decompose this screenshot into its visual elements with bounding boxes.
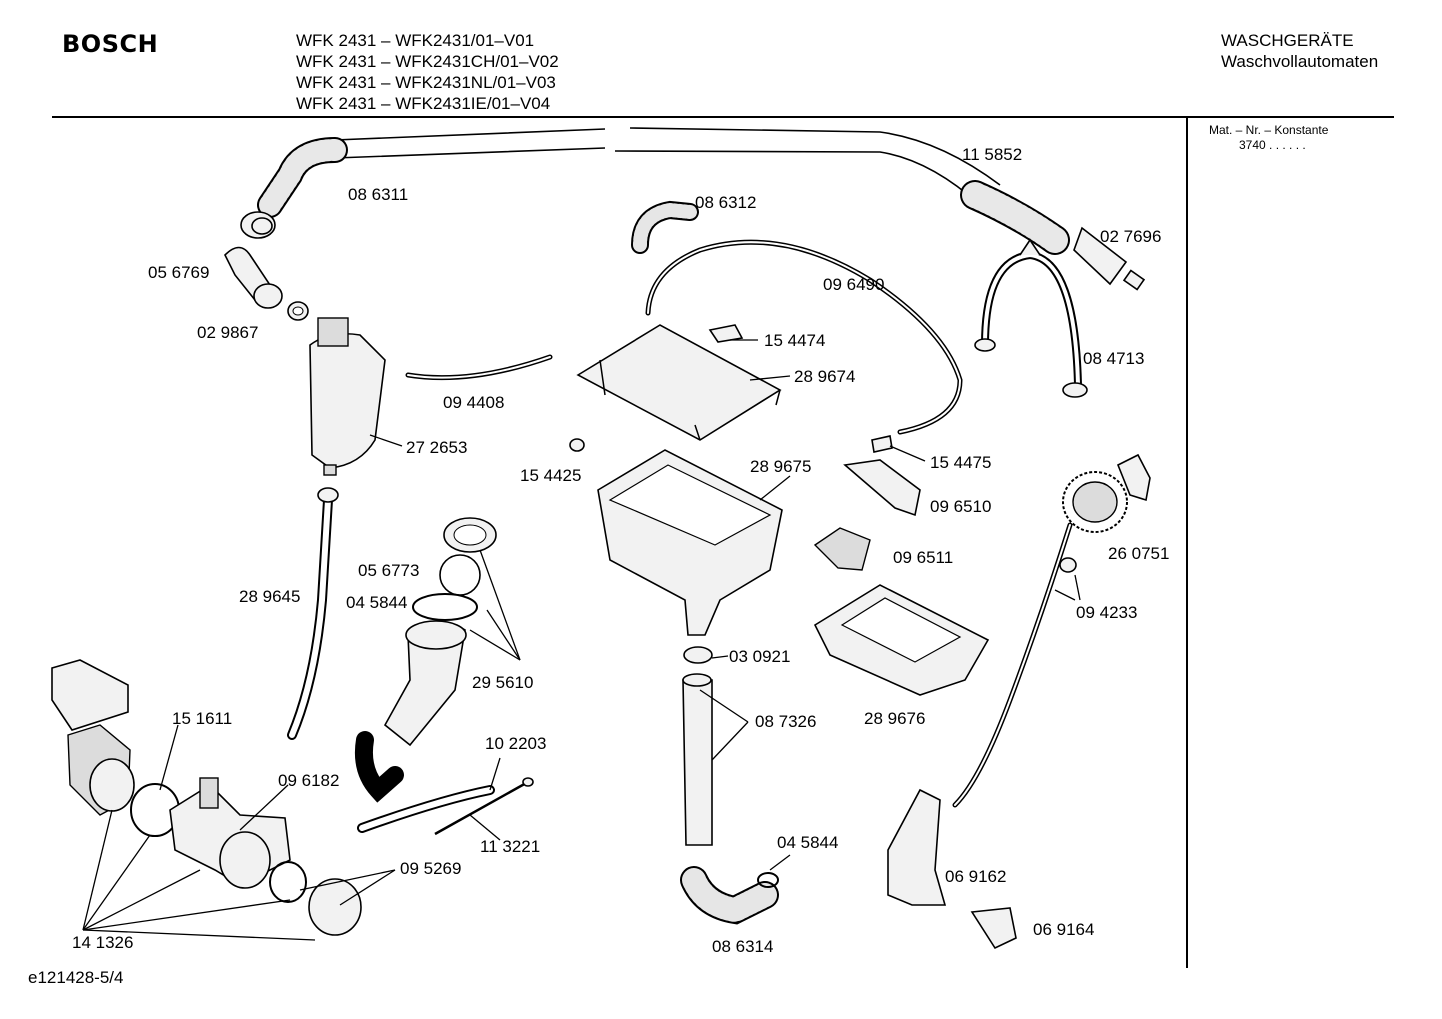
part-labels: 11 5852 08 6311 08 6312 02 7696 05 6769 … <box>72 145 1169 956</box>
part-label: 02 7696 <box>1100 227 1161 246</box>
long-drain-hose <box>257 127 1070 255</box>
material-value: 3740 . . . . . . <box>1239 138 1306 152</box>
part-label: 06 9164 <box>1033 920 1094 939</box>
part-label: 08 6311 <box>348 185 408 204</box>
part-label: 11 5852 <box>962 145 1022 164</box>
hose-nozzle <box>871 435 893 453</box>
pressure-switch <box>1062 453 1151 533</box>
part-label: 09 6511 <box>893 548 953 567</box>
air-trap-tube <box>682 646 713 846</box>
part-label: 15 4425 <box>520 466 581 485</box>
small-seal <box>569 438 585 452</box>
pump-assembly <box>51 659 362 936</box>
part-label: 11 3221 <box>480 837 540 856</box>
part-label: 27 2653 <box>406 438 467 457</box>
part-label: 06 9162 <box>945 867 1006 886</box>
part-label: 05 6769 <box>148 263 209 282</box>
dispenser-lid <box>576 324 782 441</box>
part-label: 26 0751 <box>1108 544 1169 563</box>
part-label: 05 6773 <box>358 561 419 580</box>
hose-plug <box>1073 226 1146 291</box>
siphon-insert <box>813 527 871 571</box>
part-label: 04 5844 <box>777 833 838 852</box>
vertical-hose-inner <box>289 497 331 738</box>
brand-logo: BOSCH <box>62 30 159 58</box>
part-label: 29 5610 <box>472 673 533 692</box>
detergent-drawer <box>813 584 990 696</box>
dispenser-housing <box>597 449 783 636</box>
part-label: 09 6510 <box>930 497 991 516</box>
hose-clip <box>1059 557 1077 573</box>
part-label: 28 9674 <box>794 367 855 386</box>
part-label: 09 4408 <box>443 393 504 412</box>
part-label: 28 9676 <box>864 709 925 728</box>
part-label: 03 0921 <box>729 647 790 666</box>
model-line: WFK 2431 – WFK2431/01–V01 <box>296 31 535 50</box>
hose-bracket <box>974 238 1088 398</box>
flap-part <box>843 459 921 517</box>
material-constant: Mat. – Nr. – Konstante 3740 . . . . . . <box>1209 123 1328 153</box>
model-line: WFK 2431 – WFK2431NL/01–V03 <box>296 73 556 92</box>
model-line: WFK 2431 – WFK2431IE/01–V04 <box>296 94 551 113</box>
model-line: WFK 2431 – WFK2431CH/01–V02 <box>296 52 559 71</box>
part-label: 10 2203 <box>485 734 546 753</box>
part-label: 09 4233 <box>1076 603 1137 622</box>
part-label: 15 4475 <box>930 453 991 472</box>
category-line: WASCHGERÄTE <box>1221 31 1354 50</box>
drawing-code: e121428-5/4 <box>28 968 124 987</box>
rod <box>434 780 529 836</box>
part-label: 08 6314 <box>712 937 773 956</box>
part-label: 14 1326 <box>72 933 133 952</box>
model-list: WFK 2431 – WFK2431/01–V01 WFK 2431 – WFK… <box>296 30 559 114</box>
part-label: 08 6312 <box>695 193 756 212</box>
drain-sump-parts <box>354 517 497 803</box>
reservoir <box>309 317 386 476</box>
part-label: 28 9645 <box>239 587 300 606</box>
part-label: 02 9867 <box>197 323 258 342</box>
part-label: 04 5844 <box>346 593 407 612</box>
part-label: 09 5269 <box>400 859 461 878</box>
part-label: 28 9675 <box>750 457 811 476</box>
hose-elbow-parts <box>224 211 309 321</box>
part-label: 09 6490 <box>823 275 884 294</box>
part-label: 08 4713 <box>1083 349 1144 368</box>
lid-clip <box>708 324 744 343</box>
category-subline: Waschvollautomaten <box>1221 52 1379 71</box>
material-label: Mat. – Nr. – Konstante <box>1209 123 1329 137</box>
leader-lines <box>82 339 1081 941</box>
part-label: 08 7326 <box>755 712 816 731</box>
part-label: 09 6182 <box>278 771 339 790</box>
part-label: 15 4474 <box>764 331 825 350</box>
mount-cap <box>970 907 1017 950</box>
part-label: 15 1611 <box>172 709 232 728</box>
category-heading: WASCHGERÄTE Waschvollautomaten <box>1221 30 1378 72</box>
pressure-mount <box>887 788 947 906</box>
